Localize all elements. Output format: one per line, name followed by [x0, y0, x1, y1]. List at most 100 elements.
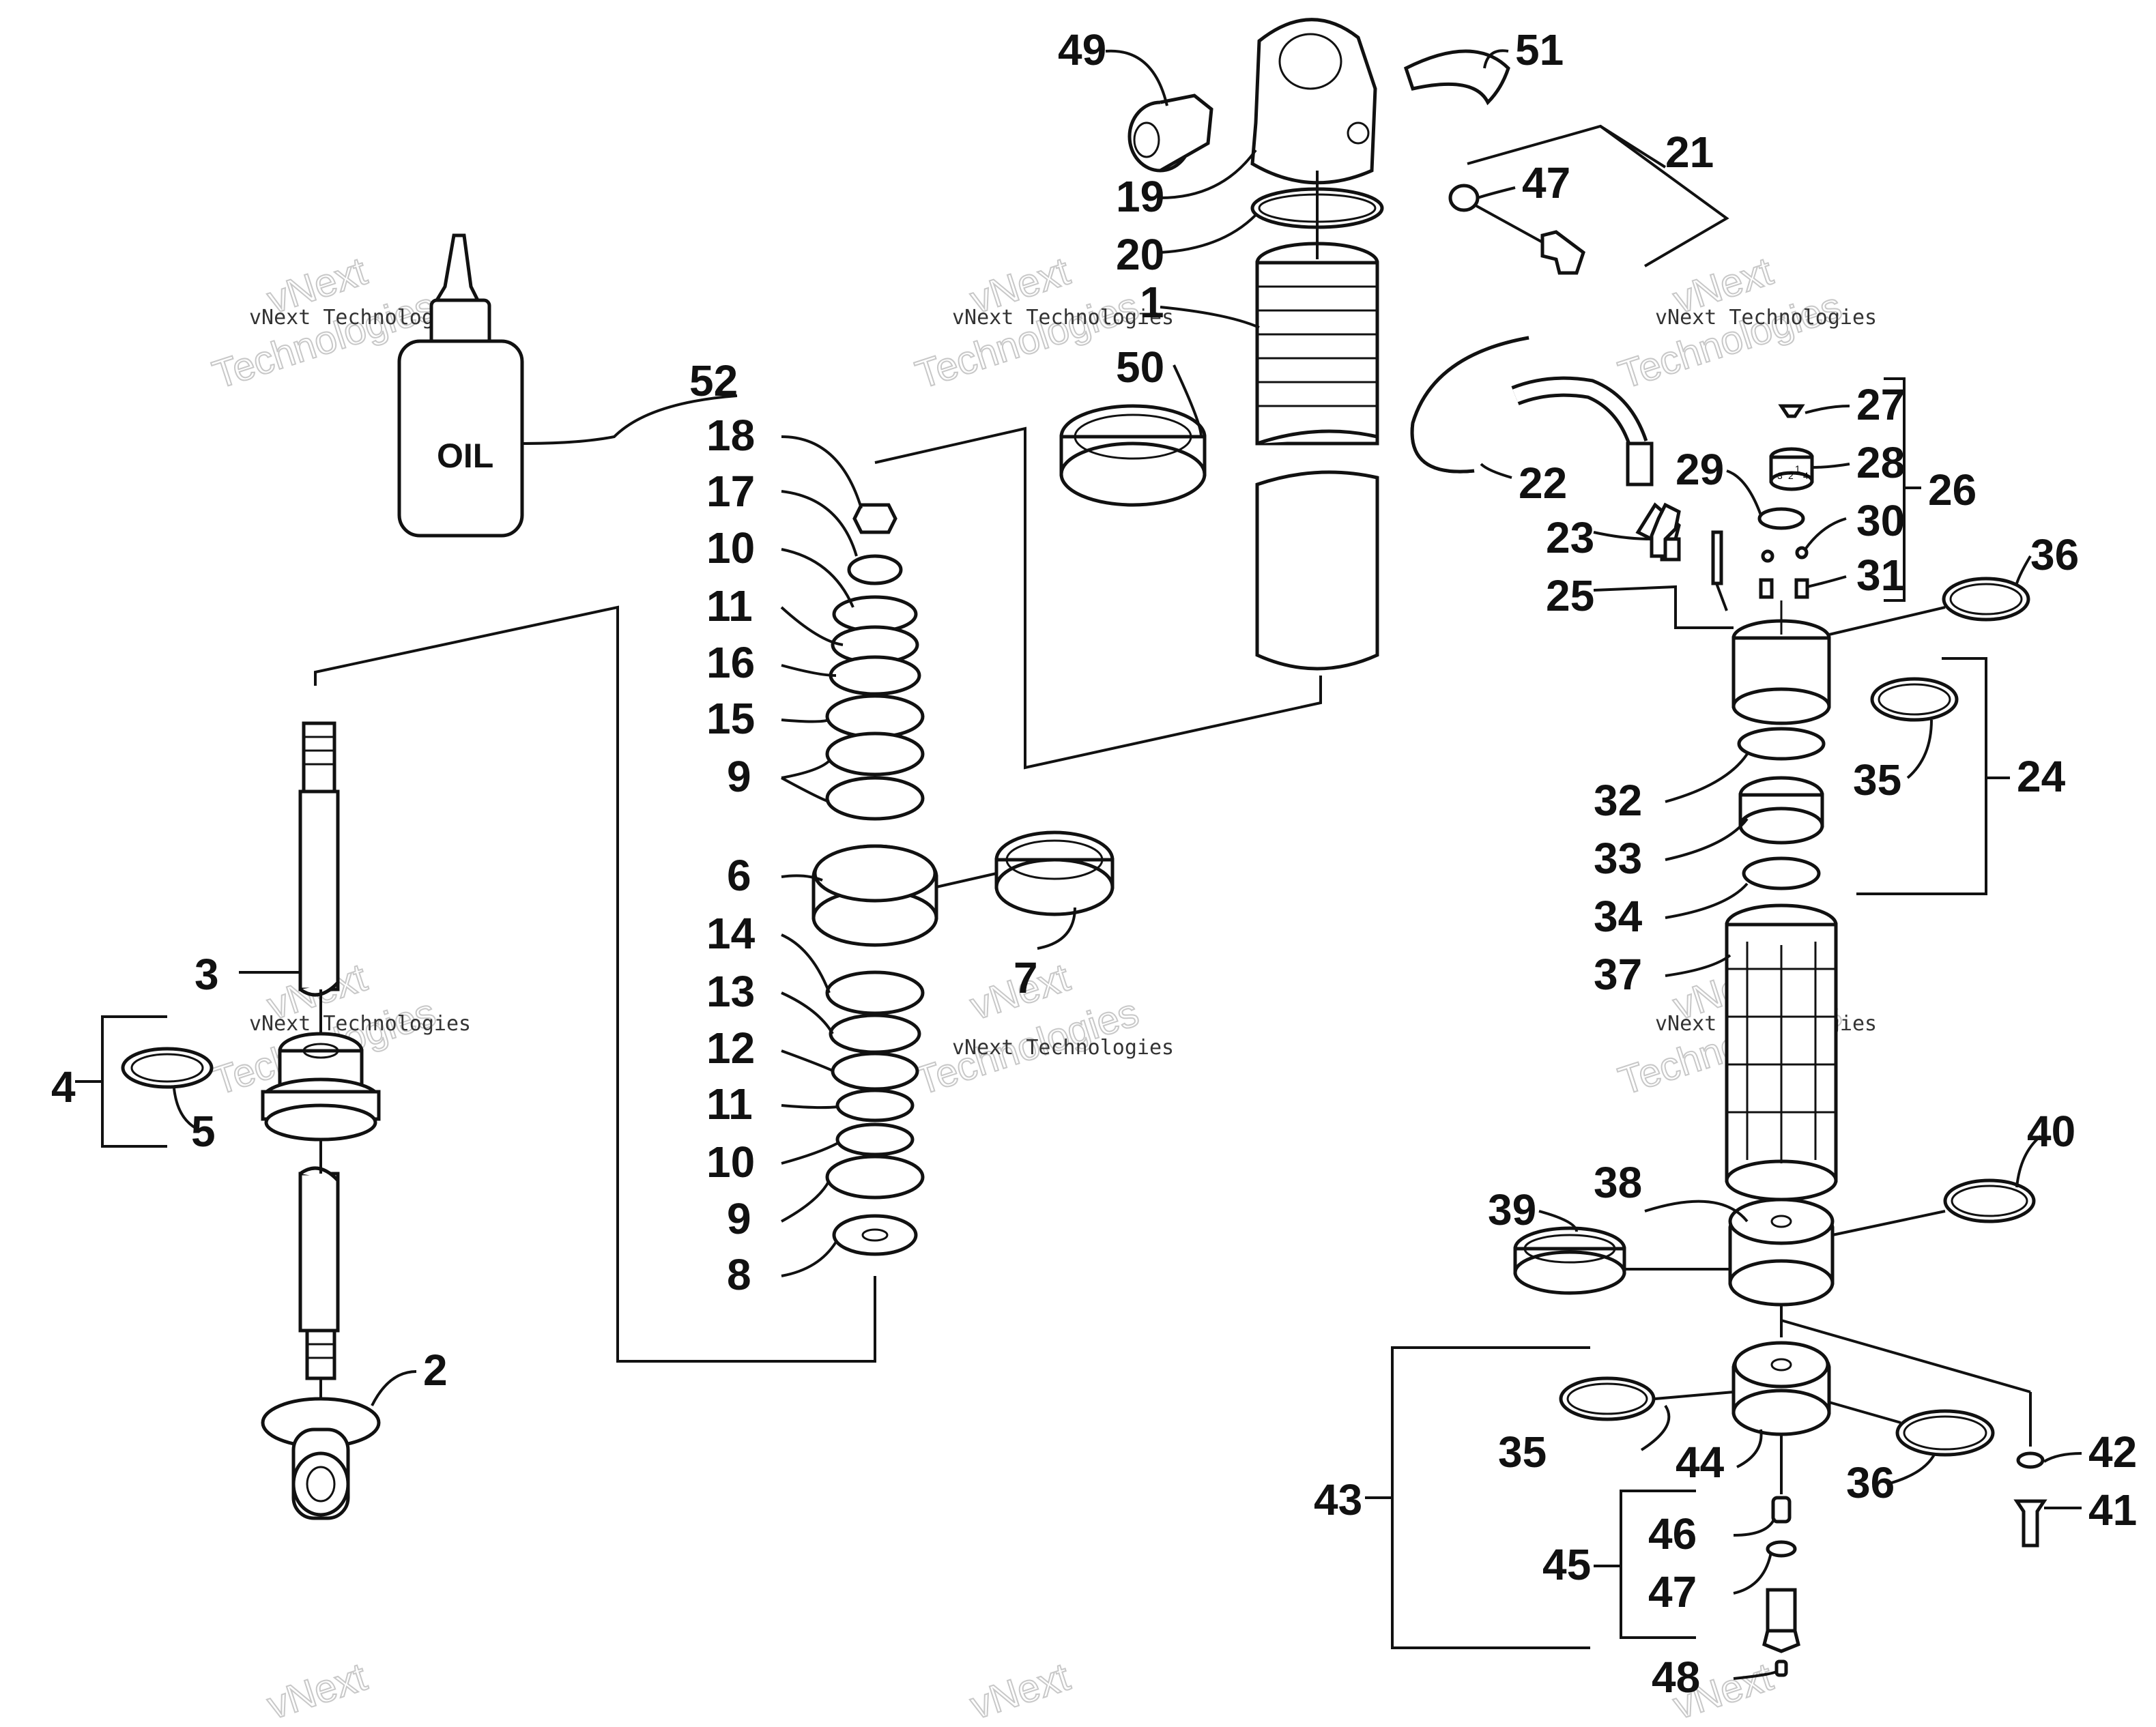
- label-33: 33: [1594, 834, 1642, 883]
- label-34: 34: [1594, 892, 1643, 941]
- label-21: 21: [1665, 128, 1714, 177]
- spring-collar-50: [1059, 404, 1207, 507]
- oil-bottle: OIL: [397, 233, 524, 538]
- decal-51: [1403, 49, 1510, 106]
- label-22: 22: [1519, 459, 1567, 508]
- label-47a: 47: [1522, 158, 1570, 207]
- svg-text:vNext: vNext: [262, 1655, 372, 1724]
- eyelet-2: [261, 1397, 381, 1520]
- o-ring-5: [121, 1047, 214, 1089]
- label-4: 4: [51, 1062, 76, 1112]
- svg-text:1: 1: [1795, 463, 1800, 474]
- bleed-parts-45: [1762, 1496, 1800, 1677]
- label-9b: 9: [727, 1194, 751, 1243]
- label-31: 31: [1856, 551, 1905, 600]
- label-50: 50: [1116, 343, 1164, 392]
- label-48: 48: [1652, 1653, 1700, 1702]
- label-16: 16: [706, 638, 755, 687]
- label-20: 20: [1116, 230, 1164, 279]
- band-39: [1513, 1226, 1626, 1295]
- assembly-connector-lines: [314, 124, 1729, 1363]
- label-36a: 36: [2030, 530, 2079, 579]
- o-ring-35-bottom: [1559, 1376, 1656, 1421]
- label-10a: 10: [706, 523, 755, 572]
- watermark: vNext Technologies vNext Technologies: [1613, 248, 1877, 398]
- watermark: vNext Technologies vNext Technologies: [910, 955, 1174, 1105]
- seal-head: [261, 1032, 381, 1142]
- o-ring-35-top: [1870, 677, 1959, 722]
- leader-lines: [173, 49, 2082, 1680]
- label-38: 38: [1594, 1158, 1642, 1207]
- svg-text:vNext Technologies: vNext Technologies: [1655, 306, 1877, 330]
- bracket-26: [1884, 377, 1906, 602]
- label-44: 44: [1676, 1438, 1725, 1487]
- callout-labels: 49 51 21 47 19 20 1 50 52 18 17 10 11 16…: [51, 25, 2137, 1702]
- label-42: 42: [2088, 1427, 2137, 1477]
- o-ring-34: [1742, 856, 1821, 890]
- svg-text:vNext: vNext: [965, 1655, 1075, 1724]
- label-18: 18: [706, 411, 755, 460]
- label-29: 29: [1676, 445, 1724, 494]
- bracket-24: [1856, 657, 1987, 895]
- label-43: 43: [1314, 1475, 1362, 1524]
- label-28: 28: [1856, 438, 1905, 487]
- valve-stack: [811, 503, 938, 1256]
- label-39: 39: [1488, 1185, 1536, 1234]
- snap-ring-36-bottom: [1895, 1409, 1995, 1457]
- label-14: 14: [706, 909, 756, 958]
- label-13: 13: [706, 967, 755, 1016]
- label-11a: 11: [706, 581, 753, 630]
- label-17: 17: [706, 467, 755, 516]
- label-5: 5: [191, 1107, 216, 1156]
- label-15: 15: [706, 694, 755, 743]
- label-1: 1: [1140, 278, 1164, 327]
- oil-bottle-label: OIL: [437, 437, 493, 475]
- label-45: 45: [1542, 1540, 1591, 1589]
- label-37: 37: [1594, 950, 1642, 999]
- piston-band-7: [994, 830, 1115, 916]
- label-26: 26: [1928, 465, 1977, 514]
- label-41: 41: [2088, 1485, 2137, 1535]
- label-7: 7: [1014, 953, 1038, 1002]
- label-6: 6: [727, 851, 751, 900]
- o-ring-32: [1737, 727, 1826, 761]
- label-36b: 36: [1846, 1458, 1895, 1507]
- svg-text:vNext Technologies: vNext Technologies: [249, 1012, 471, 1036]
- washer-42: [2016, 1451, 2045, 1469]
- label-3: 3: [195, 950, 219, 999]
- label-46: 46: [1648, 1509, 1697, 1558]
- label-40: 40: [2027, 1107, 2075, 1156]
- label-52: 52: [689, 356, 738, 405]
- label-32: 32: [1594, 776, 1642, 825]
- label-2: 2: [423, 1346, 448, 1395]
- label-11b: 11: [706, 1079, 753, 1129]
- label-10b: 10: [706, 1137, 755, 1187]
- svg-text:vNext Technologies: vNext Technologies: [952, 306, 1174, 330]
- bracket-45: [1620, 1490, 1696, 1639]
- watermark: vNext vNext vNext: [261, 1654, 1779, 1727]
- reservoir-37: [1725, 903, 1838, 1202]
- body-cap-19: [1250, 18, 1377, 185]
- bushing-49: [1127, 93, 1213, 173]
- svg-text:2: 2: [1788, 470, 1794, 481]
- label-19: 19: [1116, 172, 1164, 221]
- label-12: 12: [706, 1024, 755, 1073]
- label-35b: 35: [1498, 1427, 1547, 1477]
- label-8: 8: [727, 1250, 751, 1299]
- snap-ring-36-top: [1942, 577, 2030, 622]
- label-9a: 9: [727, 752, 751, 801]
- label-30: 30: [1856, 496, 1905, 545]
- label-27: 27: [1856, 380, 1905, 429]
- svg-text:4: 4: [1803, 470, 1809, 481]
- label-35a: 35: [1853, 755, 1901, 804]
- o-ring-40: [1943, 1178, 2036, 1223]
- label-23: 23: [1546, 513, 1594, 562]
- label-25: 25: [1546, 571, 1594, 620]
- bracket-43: [1391, 1346, 1590, 1649]
- label-51: 51: [1515, 25, 1564, 74]
- cylinder-1: [1255, 242, 1379, 671]
- label-24: 24: [2017, 752, 2066, 801]
- label-49: 49: [1058, 25, 1106, 74]
